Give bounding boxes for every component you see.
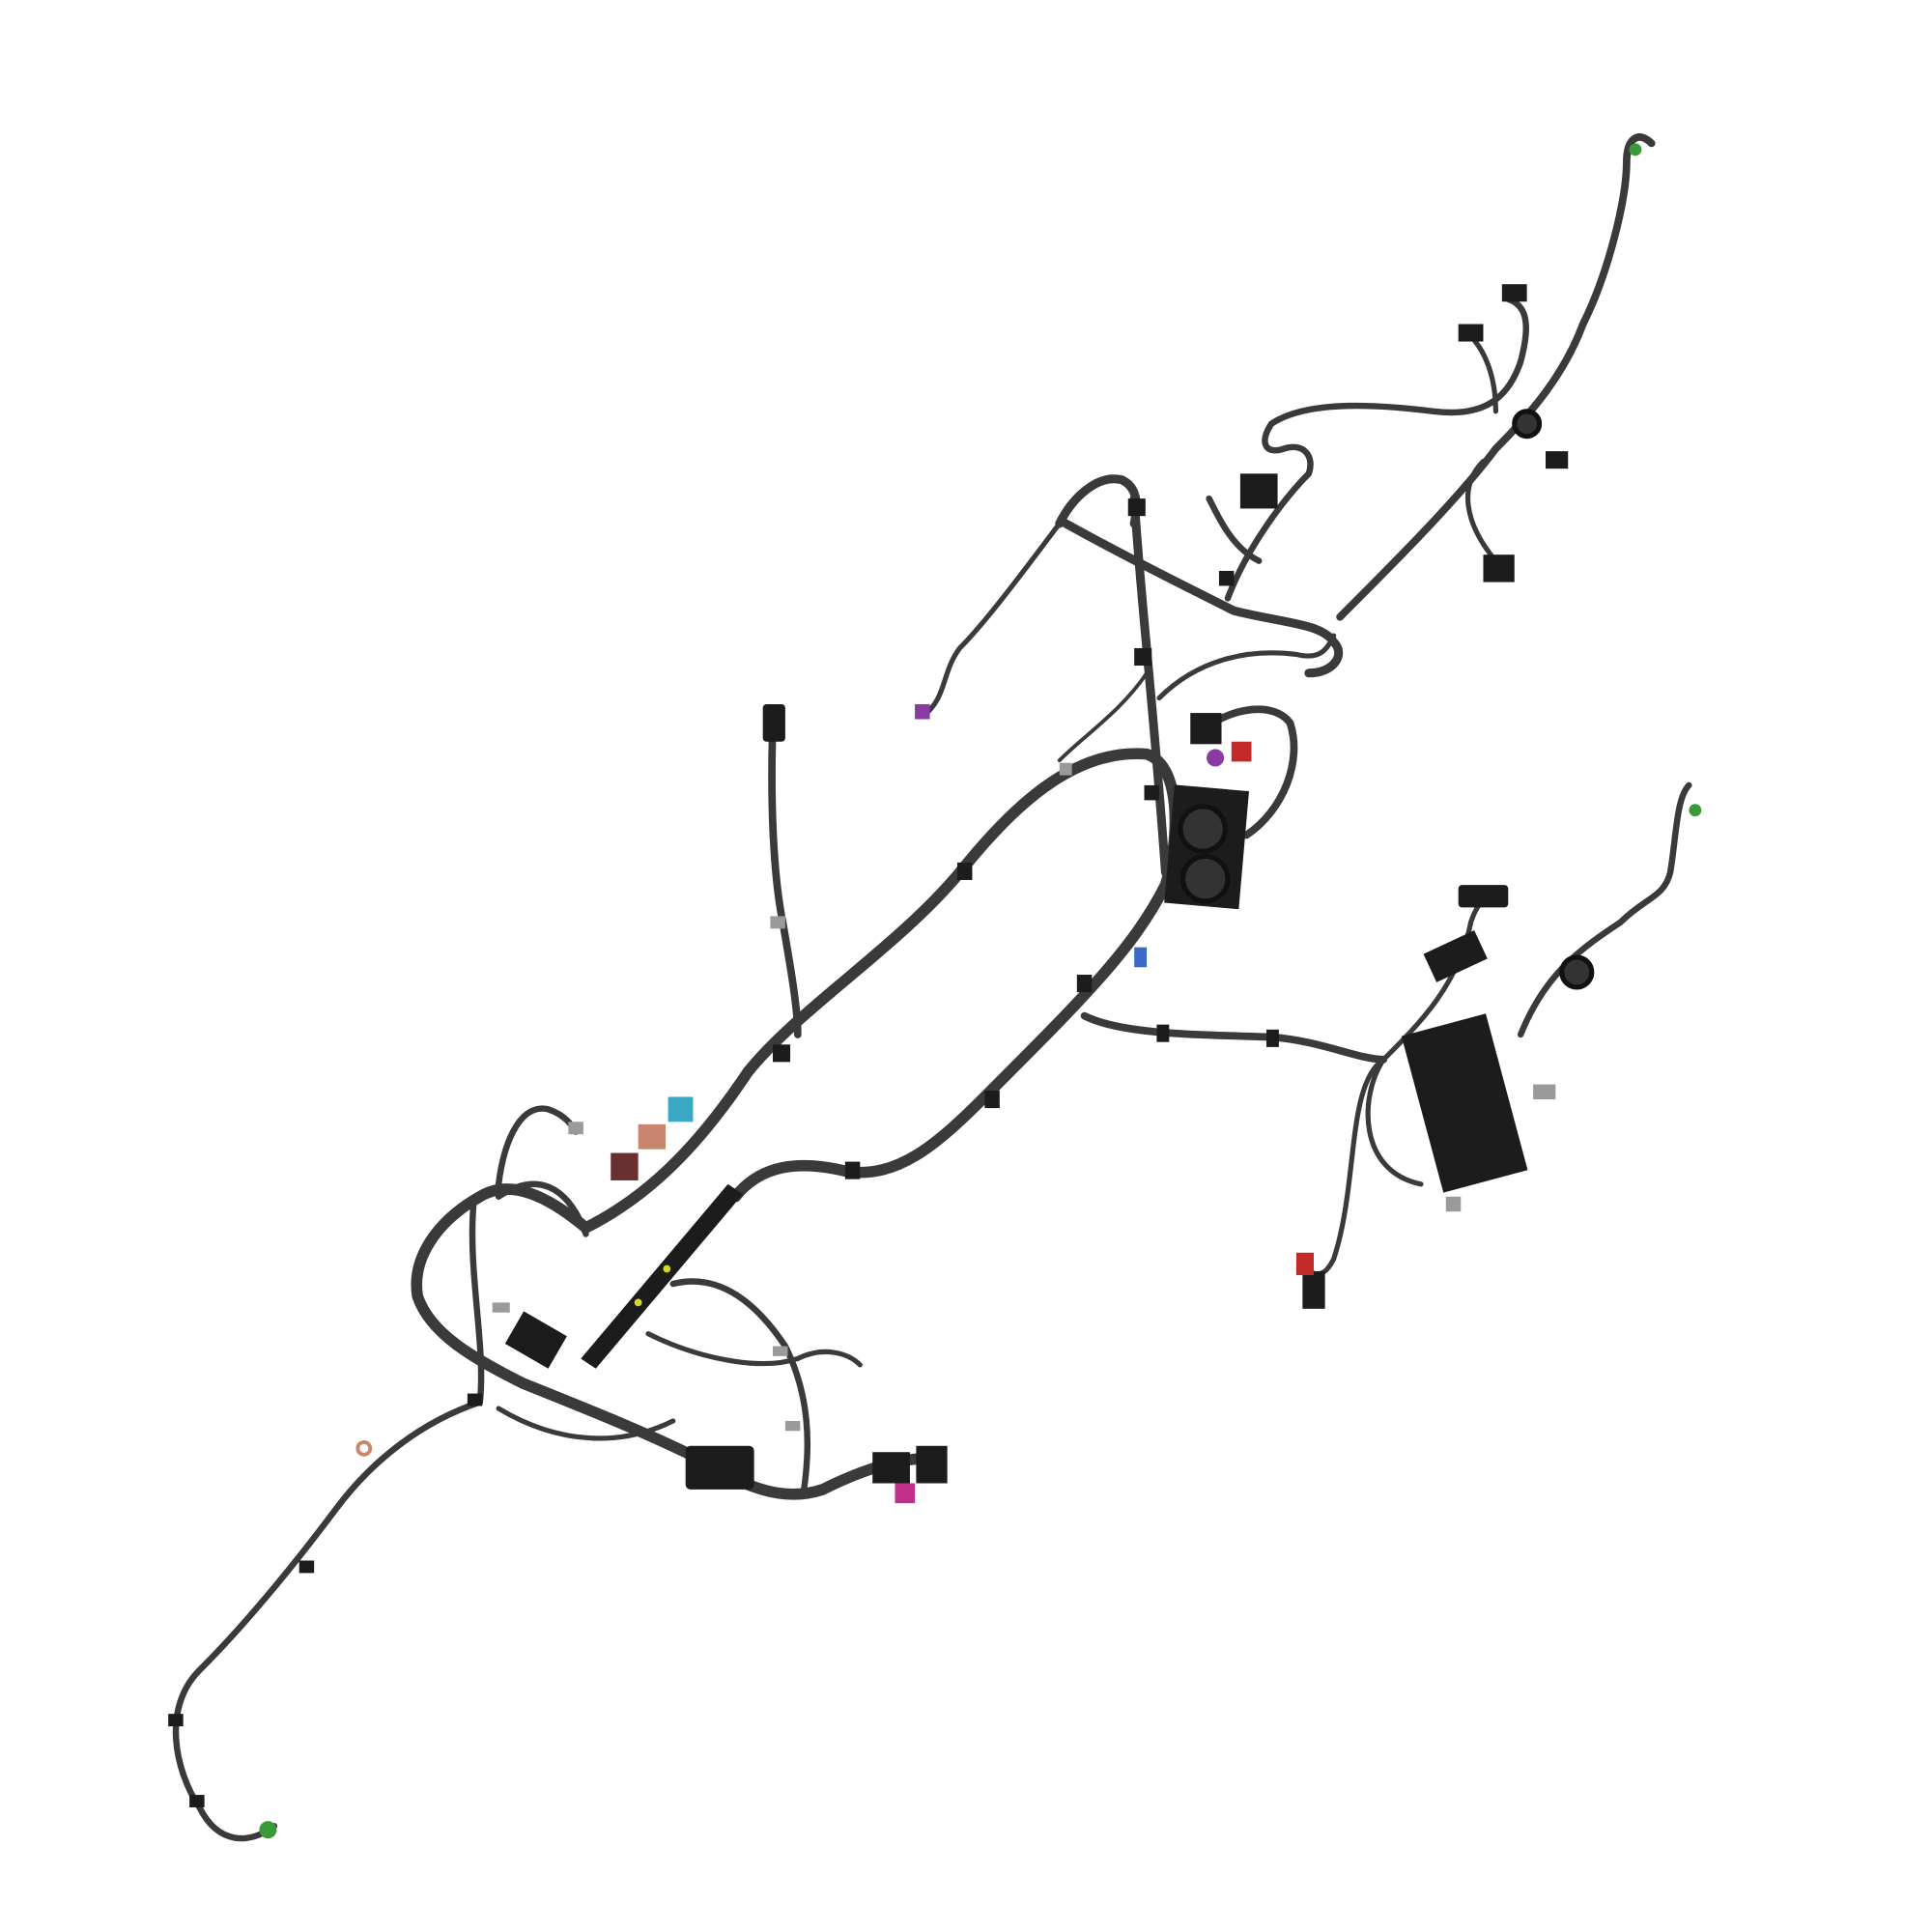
bus-bar-marker bbox=[663, 1264, 671, 1273]
upper-left-branch bbox=[495, 1105, 580, 1188]
blue-clip bbox=[1134, 947, 1148, 968]
connector bbox=[1458, 885, 1509, 908]
lower-loop-cable bbox=[411, 1183, 935, 1500]
main-trunk-cable bbox=[580, 748, 1181, 1234]
connector bbox=[1190, 713, 1222, 745]
fuse-box-wire-1 bbox=[1365, 1057, 1424, 1187]
diagonal-wire bbox=[1156, 633, 1337, 701]
connector bbox=[1239, 473, 1278, 509]
magenta-connector bbox=[895, 1483, 916, 1504]
clip bbox=[168, 1714, 184, 1727]
bracket bbox=[1445, 1196, 1462, 1212]
connector bbox=[1546, 451, 1569, 469]
grommet bbox=[1179, 853, 1231, 904]
purple-connector bbox=[915, 704, 930, 720]
bus-bar-marker bbox=[634, 1298, 642, 1307]
clip bbox=[1218, 570, 1235, 586]
relay-block bbox=[1423, 930, 1488, 982]
green-connector bbox=[1629, 143, 1642, 156]
diagonal-wire-2 bbox=[1057, 670, 1150, 763]
mid-clip-cable bbox=[1206, 495, 1263, 564]
clip bbox=[1076, 975, 1093, 993]
bracket bbox=[784, 1420, 801, 1432]
upper-branch-cable bbox=[1224, 296, 1529, 602]
bracket bbox=[492, 1302, 510, 1313]
clip bbox=[1134, 647, 1152, 667]
connector bbox=[762, 704, 785, 742]
grommet bbox=[1559, 954, 1595, 990]
clip bbox=[1156, 1024, 1170, 1042]
bracket bbox=[1059, 762, 1072, 776]
connector bbox=[916, 1445, 948, 1484]
connector bbox=[1458, 324, 1484, 342]
bracket bbox=[1533, 1084, 1556, 1100]
maroon-relay bbox=[611, 1152, 639, 1180]
clip bbox=[956, 862, 973, 880]
green-connector bbox=[1689, 804, 1702, 817]
left-upper-branch bbox=[920, 521, 1063, 720]
left-riser-cable bbox=[469, 1199, 485, 1406]
ring-terminal bbox=[355, 1439, 373, 1457]
bracket bbox=[568, 1122, 583, 1135]
fuse-box bbox=[1401, 1013, 1528, 1193]
clip bbox=[1127, 498, 1146, 517]
connector bbox=[1501, 284, 1527, 302]
purple-connector bbox=[1207, 749, 1225, 767]
blue-relay bbox=[668, 1096, 694, 1122]
bus-branch-cable-2 bbox=[645, 1331, 863, 1368]
clip bbox=[189, 1795, 205, 1807]
clip bbox=[844, 1161, 861, 1179]
grommet bbox=[1178, 804, 1228, 854]
connector bbox=[1483, 554, 1515, 582]
clip bbox=[984, 1091, 1000, 1109]
upper-stub-cable-2 bbox=[1464, 458, 1498, 564]
connector bbox=[504, 1311, 567, 1369]
arch-cable bbox=[1055, 474, 1141, 528]
clip bbox=[773, 1044, 791, 1063]
clip bbox=[467, 1393, 483, 1406]
side-branch-cable bbox=[495, 1180, 589, 1237]
bracket bbox=[770, 916, 785, 929]
upper-right-trunk bbox=[1336, 133, 1656, 621]
red-connector bbox=[1295, 1252, 1314, 1275]
connector bbox=[872, 1452, 910, 1484]
bracket bbox=[773, 1346, 788, 1356]
clip bbox=[1265, 1029, 1279, 1047]
red-connector bbox=[1231, 741, 1252, 762]
module-connector bbox=[685, 1445, 754, 1490]
green-connector bbox=[259, 1821, 277, 1839]
vertical-drop-cable bbox=[768, 719, 802, 1038]
salmon-relay bbox=[638, 1123, 667, 1150]
connector-loop-cable bbox=[1192, 705, 1298, 839]
left-branch-cable bbox=[172, 1399, 483, 1842]
grommet bbox=[1512, 409, 1543, 440]
bus-bar bbox=[581, 1183, 744, 1369]
clip bbox=[298, 1560, 315, 1574]
lower-wire-run bbox=[496, 1406, 676, 1441]
right-branch-cable bbox=[1517, 781, 1692, 1038]
fuse-box-feed-cable bbox=[1080, 1011, 1388, 1064]
cross-cable bbox=[1061, 519, 1344, 678]
clip bbox=[1144, 784, 1159, 801]
connector bbox=[1302, 1271, 1325, 1309]
